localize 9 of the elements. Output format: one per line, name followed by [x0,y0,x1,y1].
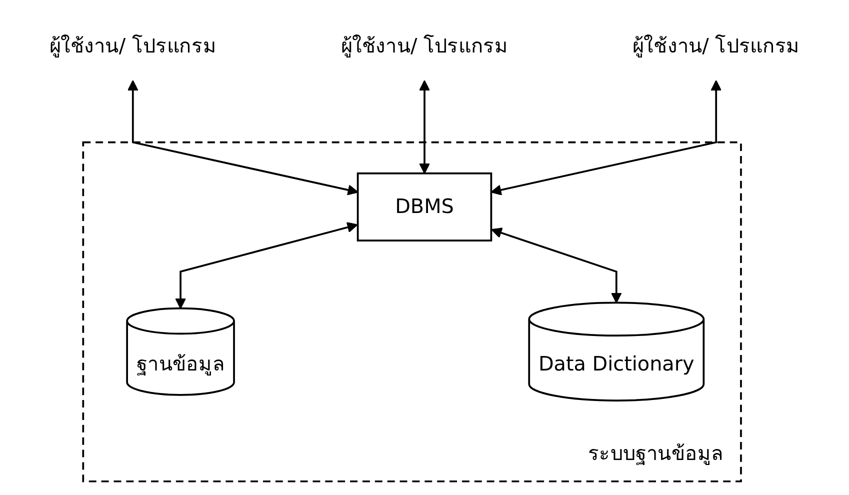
node-text: ผู้ใช้งาน/ โปรแกรม [340,34,508,58]
arrow [491,228,622,304]
arrow [490,80,722,196]
arrow [419,80,430,174]
node-text: ผู้ใช้งาน/ โปรแกรม [632,34,800,58]
node-box: DBMS [356,172,492,242]
node-text: ผู้ใช้งาน/ โปรแกรม [49,34,217,58]
arrow [127,80,358,196]
arrow [175,222,358,310]
